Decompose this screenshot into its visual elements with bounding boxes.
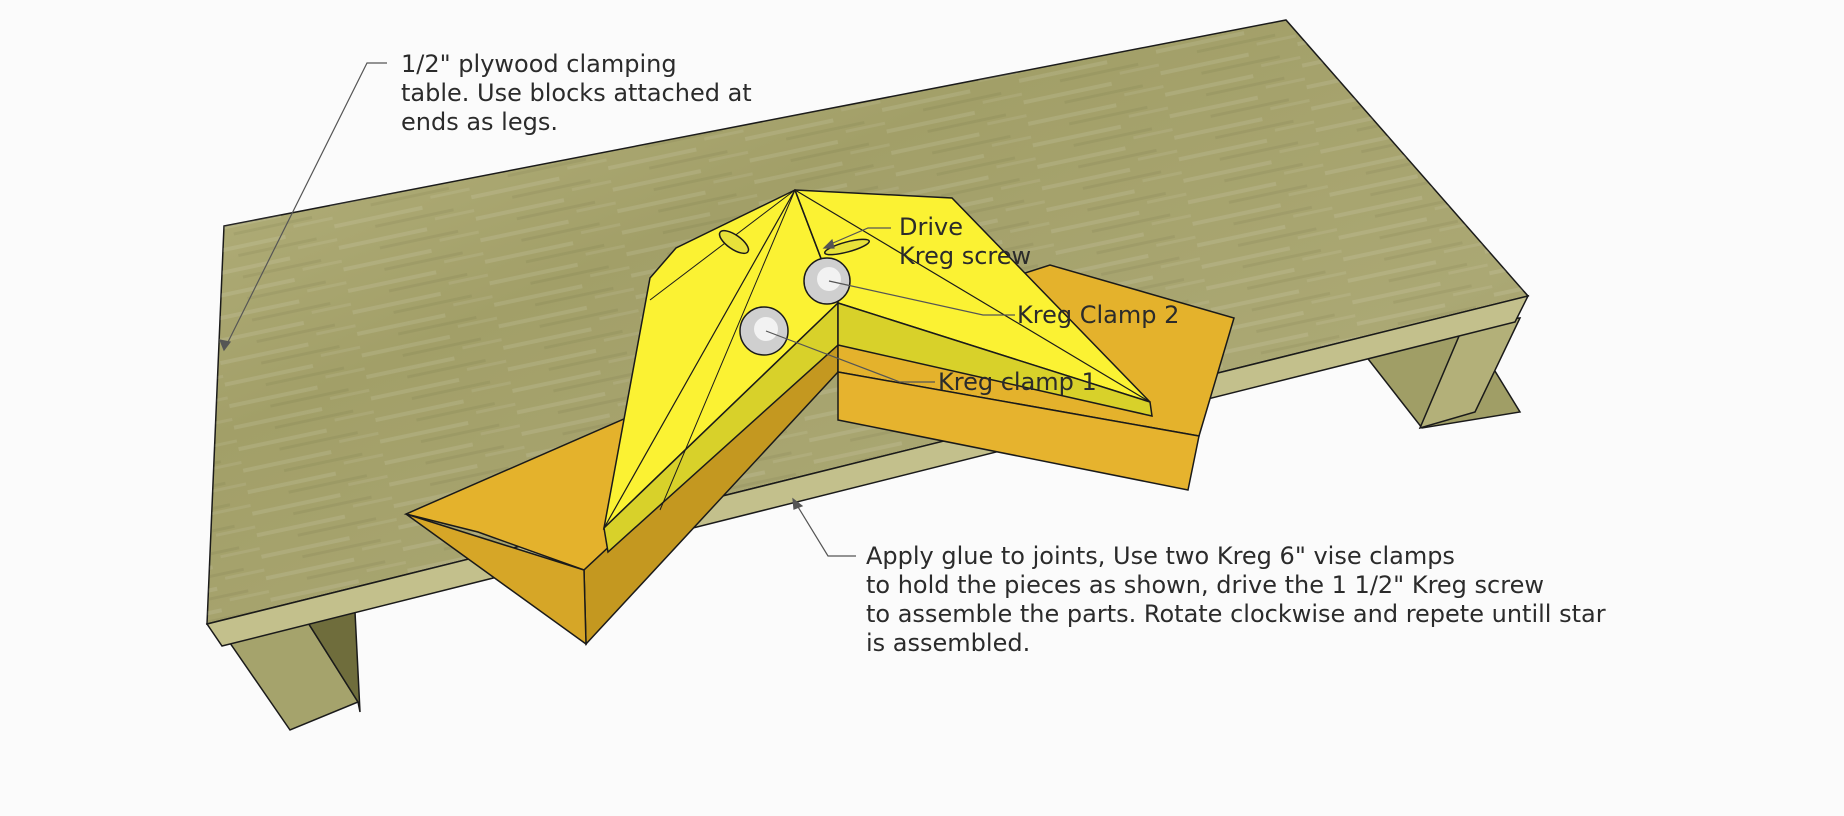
table-callout-line: table. Use blocks attached at — [401, 79, 752, 107]
clamp-2-label: Kreg Clamp 2 — [1017, 301, 1180, 329]
star-facet-line — [649, 189, 796, 301]
leader-drive-arrow — [822, 238, 835, 249]
star-facet-line — [603, 189, 796, 529]
leader-drive — [825, 227, 891, 247]
star-right-bevel — [837, 301, 1153, 417]
drive-callout-line: Drive — [899, 213, 963, 241]
table-callout-line: ends as legs. — [401, 108, 558, 136]
glue-instructions-callout: Apply glue to joints, Use two Kreg 6" vi… — [866, 542, 1606, 658]
glue-callout-line: Apply glue to joints, Use two Kreg 6" vi… — [866, 542, 1455, 570]
table-callout-line: 1/2" plywood clamping — [401, 50, 677, 78]
leader-lines — [219, 62, 1015, 557]
leader-table-arrow — [219, 339, 232, 352]
leader-glue — [794, 501, 856, 557]
drive-screw-callout: Drive Kreg screw — [899, 213, 1031, 271]
table-callout: 1/2" plywood clamping table. Use blocks … — [401, 50, 752, 137]
glue-callout-line: is assembled. — [866, 629, 1031, 657]
star-point — [602, 188, 1153, 554]
glue-callout-line: to assemble the parts. Rotate clockwise … — [866, 600, 1606, 628]
glue-callout-line: to hold the pieces as shown, drive the 1… — [866, 571, 1544, 599]
pocket-hole — [718, 229, 750, 255]
pocket-hole — [823, 238, 871, 256]
left-block-end-face — [405, 513, 587, 646]
right-block-front-face — [837, 371, 1200, 491]
clamp-1-label: Kreg clamp 1 — [938, 368, 1097, 396]
leader-table — [223, 62, 387, 351]
leader-clamp2 — [828, 280, 1015, 316]
leader-glue-arrow — [792, 497, 804, 510]
star-facet-line — [659, 189, 796, 511]
drive-callout-line: Kreg screw — [899, 242, 1032, 270]
leader-clamp1 — [765, 330, 935, 383]
star-facet-line — [794, 189, 1151, 403]
kreg-clamp-2-pad — [803, 257, 851, 305]
kreg-clamp-1-pad — [739, 306, 789, 356]
